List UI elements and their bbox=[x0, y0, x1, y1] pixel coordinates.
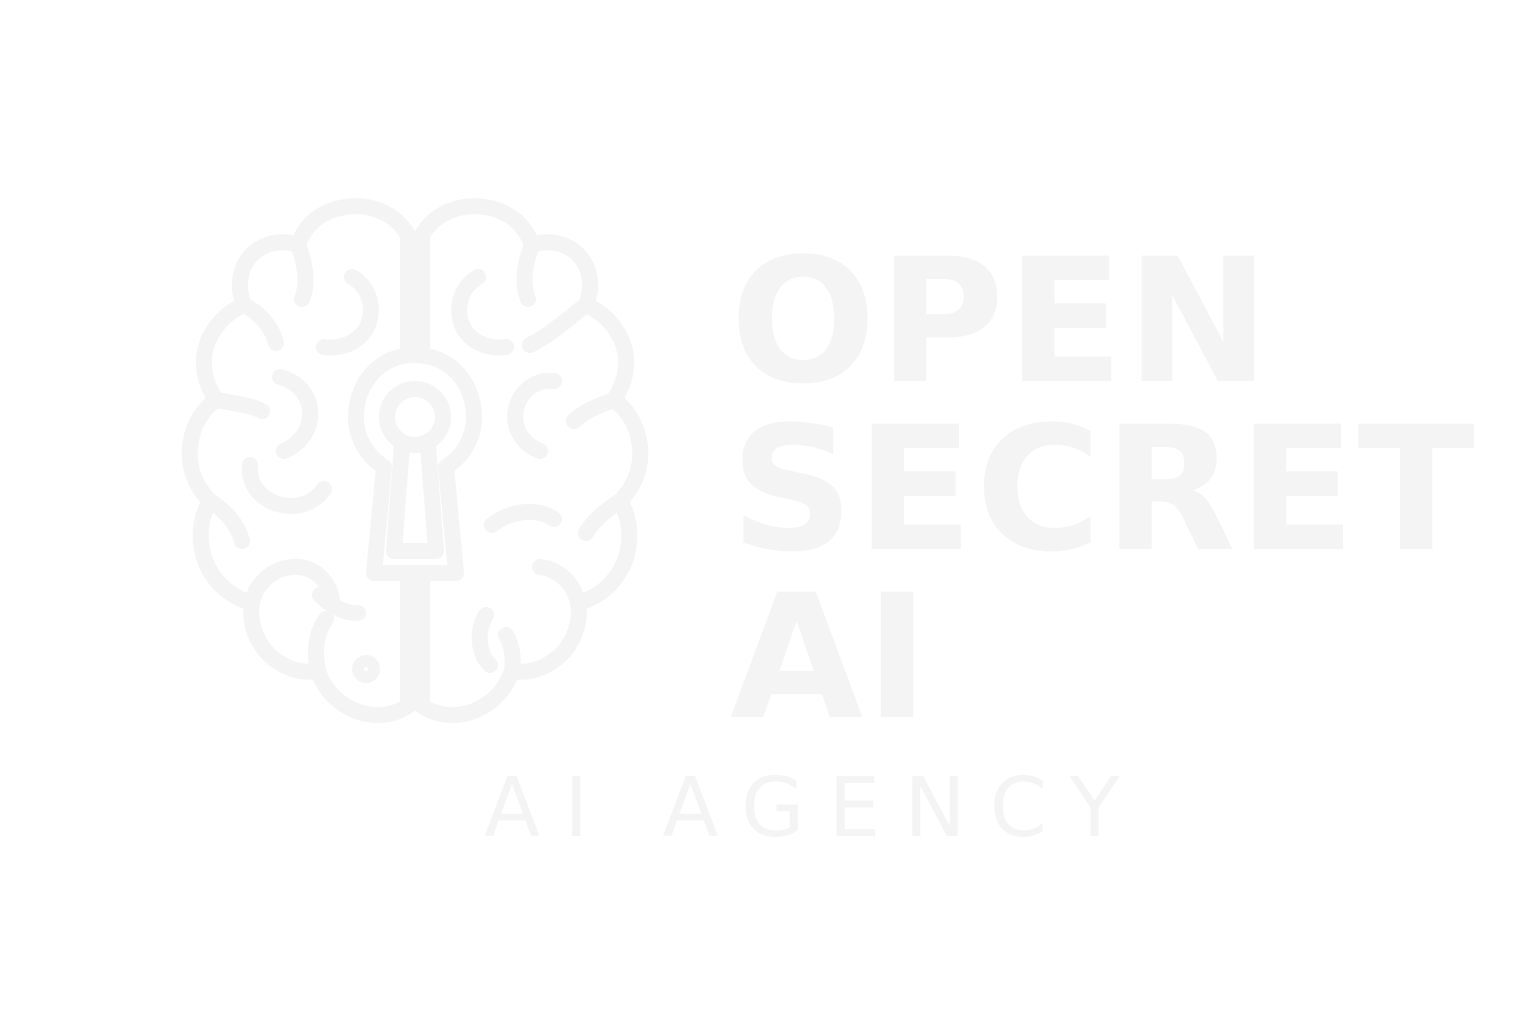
wordmark-line-open: OPEN bbox=[730, 221, 1272, 422]
brain-keyhole-svg bbox=[181, 198, 649, 724]
wordmark-line-secret: SECRET bbox=[730, 389, 1477, 590]
brain-keyhole-icon bbox=[180, 195, 650, 735]
wordmark-line-ai: AI bbox=[730, 557, 932, 758]
wordmark: OPEN SECRET AI bbox=[730, 221, 1477, 758]
tagline: AI AGENCY bbox=[484, 761, 1144, 856]
